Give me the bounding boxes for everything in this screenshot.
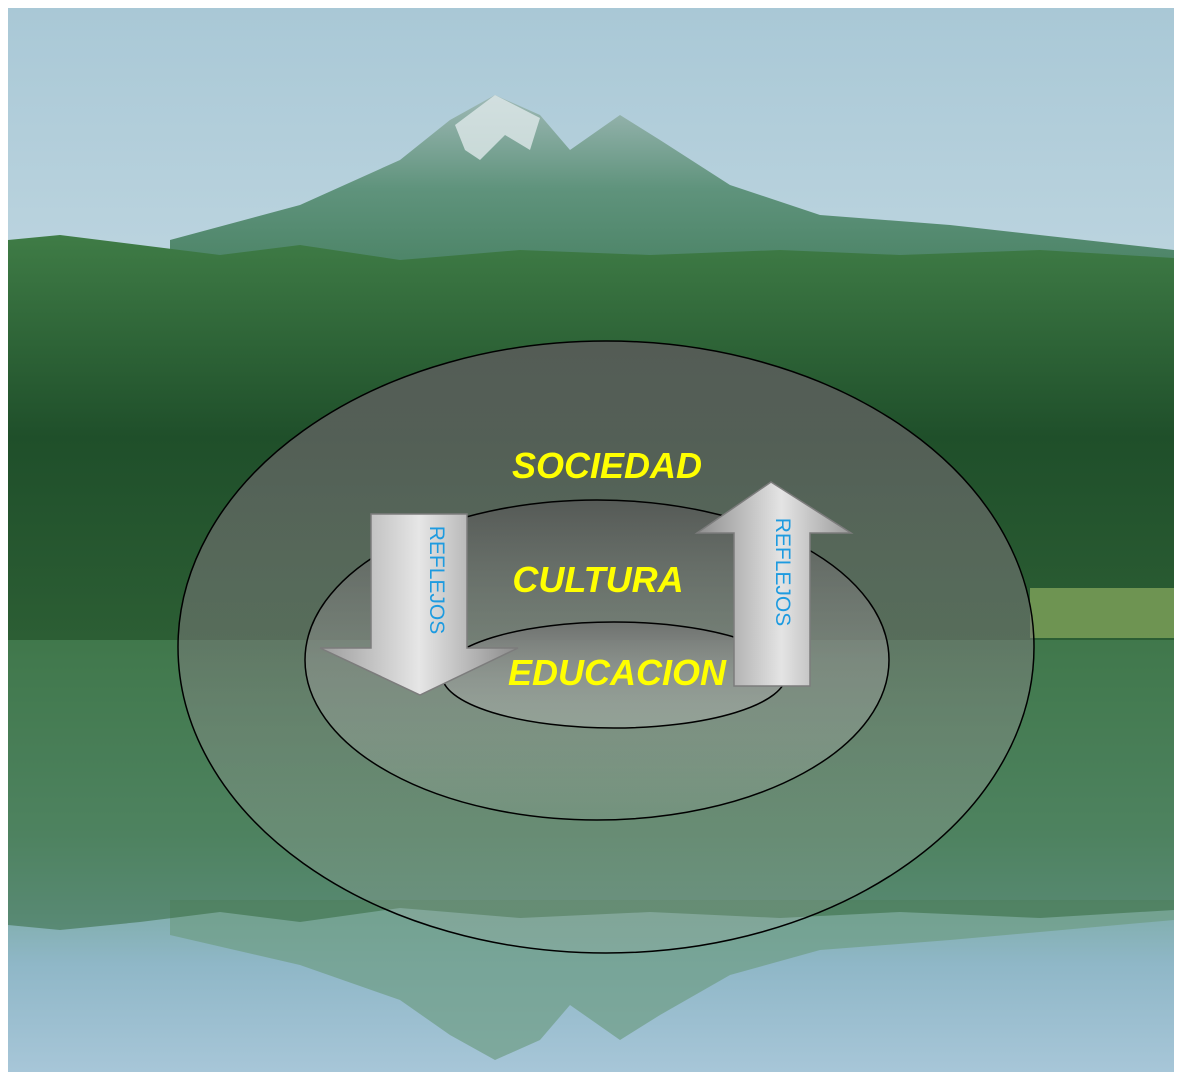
mountain-reflection	[170, 900, 1174, 1060]
mountain-snow	[455, 95, 540, 160]
sociedad-label: SOCIEDAD	[512, 445, 702, 486]
left-down-arrow: REFLEJOS	[319, 513, 519, 696]
right-arrow-label: REFLEJOS	[771, 518, 794, 627]
right-up-arrow: REFLEJOS	[694, 481, 854, 687]
cultura-label: CULTURA	[512, 559, 683, 600]
left-arrow-label: REFLEJOS	[425, 526, 448, 635]
far-shore	[1030, 588, 1174, 638]
educacion-label: EDUCACION	[508, 652, 727, 693]
